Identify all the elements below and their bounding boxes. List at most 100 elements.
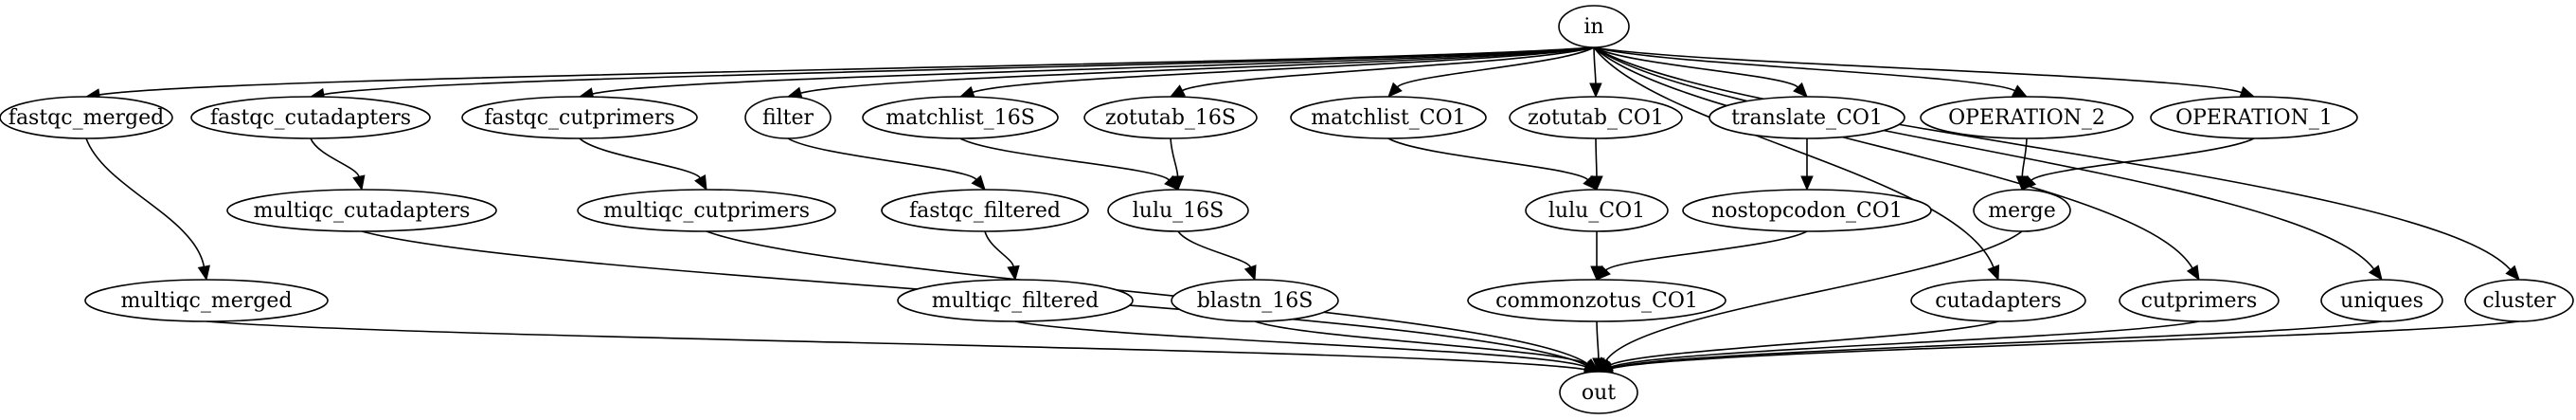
edge-line [1254, 320, 1588, 366]
node-ellipse [1920, 96, 2134, 139]
node-cluster[interactable]: cluster [2464, 279, 2574, 322]
node-ellipse [577, 189, 836, 232]
node-ellipse [2119, 279, 2280, 322]
edge-in-to-fastqc_merged [84, 46, 1595, 101]
arrowhead [1596, 265, 1611, 281]
arrowhead [1171, 175, 1185, 192]
edge-line [1593, 46, 2375, 270]
arrowhead [694, 174, 707, 192]
edge-line [206, 320, 1586, 371]
arrowhead [1169, 84, 1186, 98]
node-label: cluster [2482, 289, 2556, 313]
node-label: fastqc_cutprimers [484, 106, 674, 130]
node-label: in [1583, 15, 1603, 39]
node-translate_CO1[interactable]: translate_CO1 [1708, 96, 1905, 139]
node-label: multiqc_merged [121, 289, 293, 313]
node-in[interactable]: in [1558, 5, 1630, 48]
node-ellipse [1559, 371, 1638, 414]
node-ellipse [1558, 5, 1630, 48]
edge-line [1611, 320, 2383, 369]
arrowhead [1583, 358, 1601, 373]
node-zotutab_CO1[interactable]: zotutab_CO1 [1509, 96, 1683, 139]
node-label: uniques [2340, 289, 2424, 313]
node-lulu_16S[interactable]: lulu_16S [1107, 189, 1249, 232]
node-multiqc_merged[interactable]: multiqc_merged [84, 279, 329, 322]
node-label: zotutab_16S [1105, 106, 1236, 130]
node-fastqc_filtered[interactable]: fastqc_filtered [881, 189, 1089, 232]
edge-line [959, 137, 1170, 181]
node-label: cutadapters [1935, 289, 2061, 313]
edge-fastqc_merged-to-multiqc_merged [85, 137, 210, 282]
node-zotutab_16S[interactable]: zotutab_16S [1083, 96, 1258, 139]
node-ellipse [84, 279, 329, 322]
node-blastn_16S[interactable]: blastn_16S [1171, 279, 1339, 322]
edge-line [1014, 320, 1587, 368]
node-commonzotus_CO1[interactable]: commonzotus_CO1 [1467, 279, 1726, 322]
node-out[interactable]: out [1559, 371, 1638, 414]
node-filter[interactable]: filter [744, 96, 832, 139]
node-label: filter [762, 106, 814, 130]
edge-nostopcodon_CO1-to-commonzotus_CO1 [1596, 230, 1808, 281]
node-matchlist_16S[interactable]: matchlist_16S [862, 96, 1059, 139]
edge-OPERATION_1-to-merge [2021, 137, 2255, 191]
node-OPERATION_2[interactable]: OPERATION_2 [1920, 96, 2134, 139]
edge-line [1396, 46, 1595, 88]
edge-line [98, 46, 1595, 96]
node-fastqc_cutadapters[interactable]: fastqc_cutadapters [190, 96, 431, 139]
edge-fastqc_cutprimers-to-multiqc_cutprimers [579, 137, 707, 192]
edge-line [1611, 320, 2520, 370]
node-ellipse [2320, 279, 2443, 322]
edge-line [1170, 137, 1179, 177]
node-label: OPERATION_1 [2175, 106, 2333, 130]
node-label: out [1582, 381, 1616, 405]
node-ellipse [2150, 96, 2358, 139]
node-ellipse [1708, 96, 1905, 139]
edge-line [984, 230, 1014, 267]
node-ellipse [744, 96, 832, 139]
node-label: translate_CO1 [1731, 106, 1883, 130]
node-ellipse [461, 96, 698, 139]
arrowhead [2021, 174, 2037, 191]
node-cutprimers[interactable]: cutprimers [2119, 279, 2280, 322]
node-ellipse [1107, 189, 1249, 232]
node-merge[interactable]: merge [1973, 189, 2071, 232]
edge-line [1593, 46, 1995, 268]
node-fastqc_merged[interactable]: fastqc_merged [0, 96, 173, 139]
edge-line [800, 46, 1595, 95]
arrowhead [2368, 265, 2383, 282]
node-label: multiqc_filtered [932, 289, 1100, 313]
node-cutadapters[interactable]: cutadapters [1910, 279, 2086, 322]
edge-line [2030, 137, 2255, 181]
edge-matchlist_CO1-to-lulu_CO1 [1387, 137, 1598, 191]
node-label: blastn_16S [1197, 289, 1314, 313]
node-lulu_CO1[interactable]: lulu_CO1 [1525, 189, 1669, 232]
node-ellipse [1525, 189, 1669, 232]
edge-fastqc_cutadapters-to-multiqc_cutadapters [310, 137, 366, 192]
edge-line [1593, 46, 2193, 269]
edge-in-to-zotutab_CO1 [1589, 46, 1602, 99]
edge-line [579, 137, 701, 179]
node-matchlist_CO1[interactable]: matchlist_CO1 [1290, 96, 1487, 139]
edge-line [310, 137, 360, 177]
node-ellipse [1083, 96, 1258, 139]
node-ellipse [1973, 189, 2071, 232]
node-ellipse [1509, 96, 1683, 139]
arrowhead [971, 174, 986, 191]
node-multiqc_cutprimers[interactable]: multiqc_cutprimers [577, 189, 836, 232]
node-fastqc_cutprimers[interactable]: fastqc_cutprimers [461, 96, 698, 139]
node-nostopcodon_CO1[interactable]: nostopcodon_CO1 [1682, 189, 1932, 232]
node-multiqc_cutadapters[interactable]: multiqc_cutadapters [226, 189, 497, 232]
node-OPERATION_1[interactable]: OPERATION_1 [2150, 96, 2358, 139]
edge-line [323, 46, 1595, 96]
edge-blastn_16S-to-out [1254, 320, 1601, 373]
nodes-layer: in fastqc_merged fastqc_cutadapters fastqc_… [0, 5, 2574, 414]
node-ellipse [1910, 279, 2086, 322]
node-uniques[interactable]: uniques [2320, 279, 2443, 322]
node-ellipse [881, 189, 1089, 232]
edge-line [1593, 46, 2015, 92]
arrowhead [1387, 82, 1403, 98]
node-ellipse [1171, 279, 1339, 322]
edge-in-to-OPERATION_1 [1593, 46, 2256, 99]
node-multiqc_filtered[interactable]: multiqc_filtered [897, 279, 1134, 322]
